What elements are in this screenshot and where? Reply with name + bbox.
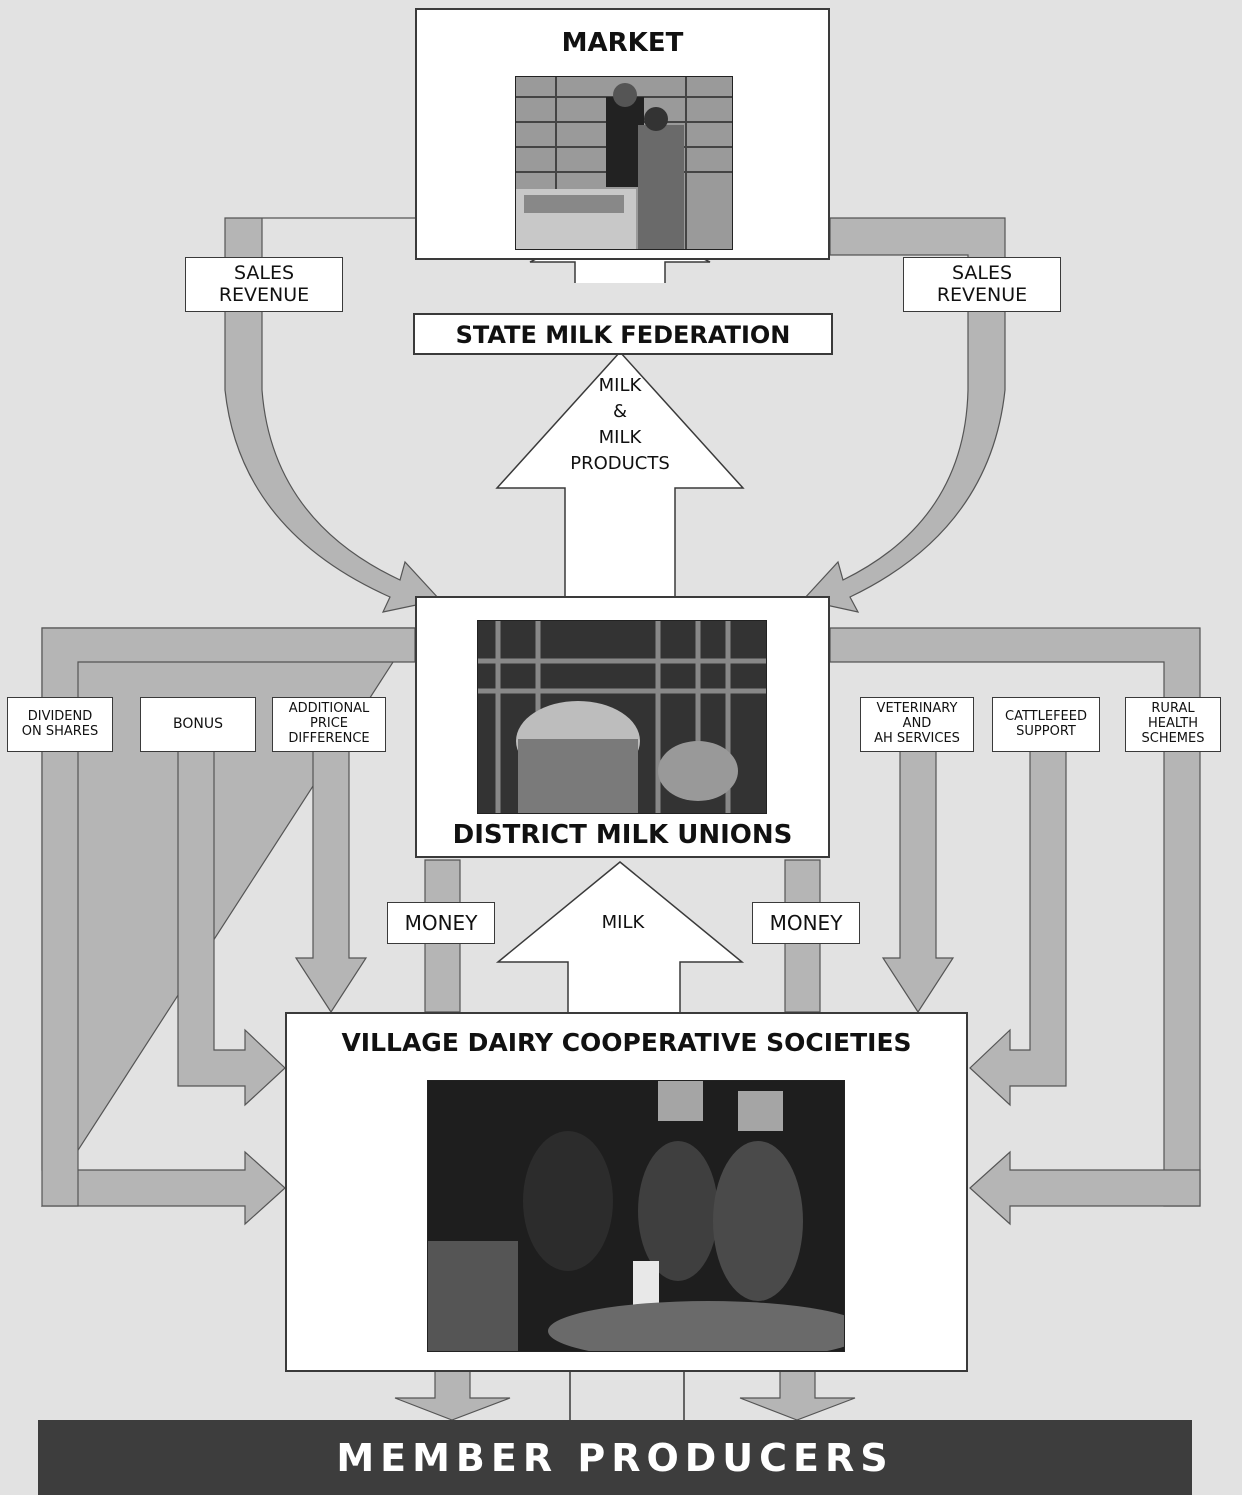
- unions-photo: [477, 620, 767, 814]
- federation-box: STATE MILK FEDERATION: [413, 313, 833, 355]
- market-box: MARKET: [415, 8, 830, 260]
- money-right-label: MONEY: [752, 902, 860, 944]
- benefit-label-cattlefeed: CATTLEFEED SUPPORT: [992, 697, 1100, 752]
- producers-arrow-left: [395, 1370, 510, 1420]
- sales-revenue-right-label: SALES REVENUE: [903, 257, 1061, 312]
- benefit-label-price-difference: ADDITIONAL PRICE DIFFERENCE: [272, 697, 386, 752]
- milk-label: MILK: [575, 910, 671, 936]
- benefit-label-veterinary: VETERINARY AND AH SERVICES: [860, 697, 974, 752]
- producers-arrow-right: [740, 1370, 855, 1420]
- money-left-label: MONEY: [387, 902, 495, 944]
- unions-box: DISTRICT MILK UNIONS: [415, 596, 830, 858]
- milk-arrow: [498, 862, 742, 1012]
- federation-title: STATE MILK FEDERATION: [415, 321, 831, 349]
- veterinary-arrow: [883, 745, 953, 1012]
- village-title: VILLAGE DAIRY COOPERATIVE SOCIETIES: [287, 1028, 966, 1057]
- sales-revenue-left-label: SALES REVENUE: [185, 257, 343, 312]
- member-producers-banner: MEMBER PRODUCERS: [38, 1420, 1192, 1495]
- village-box: VILLAGE DAIRY COOPERATIVE SOCIETIES: [285, 1012, 968, 1372]
- market-title: MARKET: [417, 28, 828, 58]
- benefit-label-bonus: BONUS: [140, 697, 256, 752]
- milk-products-label: MILK & MILK PRODUCTS: [560, 373, 680, 477]
- unions-title: DISTRICT MILK UNIONS: [417, 820, 828, 850]
- benefit-label-rural-health: RURAL HEALTH SCHEMES: [1125, 697, 1221, 752]
- village-photo: [427, 1080, 845, 1352]
- benefit-label-dividend: DIVIDEND ON SHARES: [7, 697, 113, 752]
- cattlefeed-arrow: [970, 740, 1066, 1105]
- market-photo: [515, 76, 733, 250]
